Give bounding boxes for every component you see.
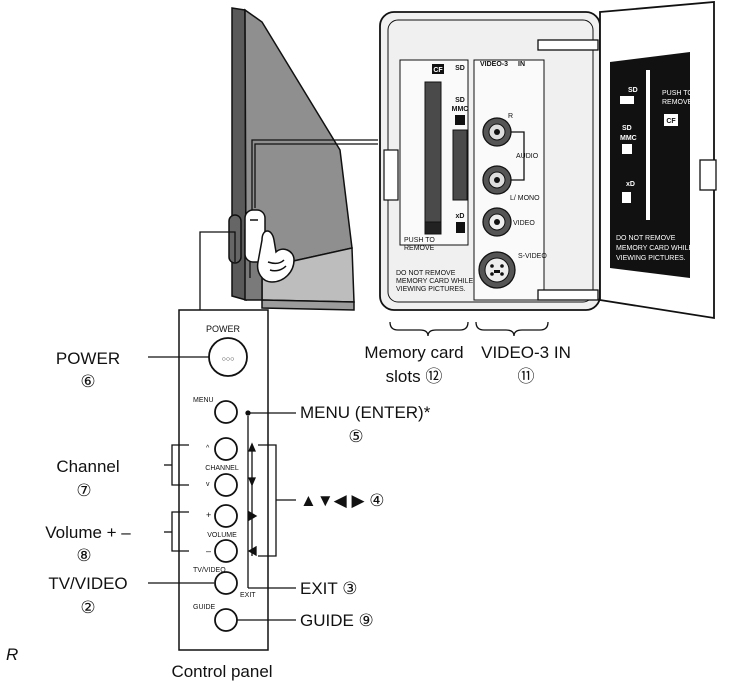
panel-tvvideo-label: TV/VIDEO (193, 567, 226, 574)
callout-volume-num: ⑧ (76, 546, 91, 565)
panel-channel-label: CHANNEL (205, 465, 239, 472)
card-xd-label: xD (456, 213, 465, 220)
control-panel: POWER ○○○ MENU ^ CHANNEL v + VOLUME – TV… (178, 309, 269, 651)
panel-volume-label: VOLUME (207, 532, 237, 539)
callout-guide: GUIDE ⑨ (300, 611, 374, 630)
jack-audio-label: AUDIO (516, 153, 539, 160)
callout-menu: MENU (ENTER)* (300, 403, 431, 422)
card-warn-1: DO NOT REMOVE (396, 270, 456, 277)
volume-up-button[interactable] (214, 504, 238, 528)
callout-power: POWER (56, 349, 120, 368)
rear-panel-braces (389, 321, 549, 337)
menu-button[interactable] (214, 400, 238, 424)
card-door: SD SD MMC xD PUSH TO REMOVE CF DO NOT RE… (537, 1, 717, 320)
callout-leaders (148, 356, 296, 621)
tvvideo-button[interactable] (214, 571, 238, 595)
door-xd-label: xD (626, 181, 635, 188)
hand-icon (256, 230, 295, 283)
door-push-1: PUSH TO (662, 90, 693, 97)
card-push-label: PUSH TO (404, 237, 435, 244)
video3-header: VIDEO-3 (480, 61, 508, 68)
door-warn-3: VIEWING PICTURES. (616, 255, 686, 262)
power-dots: ○○○ (222, 356, 235, 363)
jack-r-label: R (508, 113, 513, 120)
stray-letter: R (6, 645, 18, 664)
card-mmc-label: MMC (452, 106, 469, 113)
panel-power-label: POWER (206, 324, 241, 334)
panel-ch-down: v (206, 481, 210, 488)
panel-guide-label: GUIDE (193, 604, 216, 611)
callout-power-num: ⑥ (80, 372, 95, 391)
card-cf-label: CF (433, 67, 443, 74)
jack-video-label: VIDEO (513, 220, 535, 227)
panel-plus: + (206, 510, 211, 520)
card-warn-2: MEMORY CARD WHILE (396, 278, 473, 285)
door-warn-1: DO NOT REMOVE (616, 235, 676, 242)
memory-card-label-1: Memory card (364, 343, 463, 362)
card-warn-3: VIEWING PICTURES. (396, 286, 466, 293)
panel-menu-label: MENU (193, 397, 214, 404)
door-mmc-label: MMC (620, 135, 637, 142)
card-sd-label: SD (455, 97, 465, 104)
video3-in-label: VIDEO-3 IN (481, 343, 571, 362)
tv-to-controlpanel-leader (199, 231, 251, 310)
tv-to-panel-leader (251, 139, 378, 210)
channel-down-button[interactable] (214, 473, 238, 497)
callout-channel: Channel (56, 457, 119, 476)
panel-ch-up: ^ (206, 445, 210, 452)
card-sd-label-top: SD (455, 65, 465, 72)
callout-menu-num: ⑤ (348, 427, 363, 446)
callout-volume: Volume + – (45, 523, 131, 542)
door-push-2: REMOVE (662, 99, 693, 106)
callout-exit: EXIT ③ (300, 579, 357, 598)
callout-arrows: ▲▼◀ ▶ ④ (300, 491, 385, 510)
video3-header-in: IN (518, 61, 525, 68)
memory-card-label-2: slots ⑫ (386, 367, 443, 386)
video3-in-num: ⑪ (518, 367, 535, 386)
callout-tvvideo-num: ② (80, 598, 95, 617)
panel-minus: – (206, 546, 211, 556)
door-sd2-label: SD (622, 125, 632, 132)
guide-button[interactable] (214, 608, 238, 632)
door-warn-2: MEMORY CARD WHILE (616, 245, 693, 252)
rear-panel: CF SD SD MMC xD PUSH TO REMOVE DO NOT RE… (379, 11, 601, 311)
panel-exit-label: EXIT (240, 592, 256, 599)
jack-svideo-label: S-VIDEO (518, 253, 547, 260)
jack-lmono-label: L/ MONO (510, 195, 540, 202)
channel-up-button[interactable] (214, 437, 238, 461)
volume-down-button[interactable] (214, 539, 238, 563)
callout-channel-num: ⑦ (76, 481, 91, 500)
door-sd-label: SD (628, 87, 638, 94)
door-cf-label: CF (666, 118, 676, 125)
callout-tvvideo: TV/VIDEO (48, 574, 127, 593)
card-remove-label: REMOVE (404, 245, 435, 252)
control-panel-caption: Control panel (171, 662, 272, 681)
